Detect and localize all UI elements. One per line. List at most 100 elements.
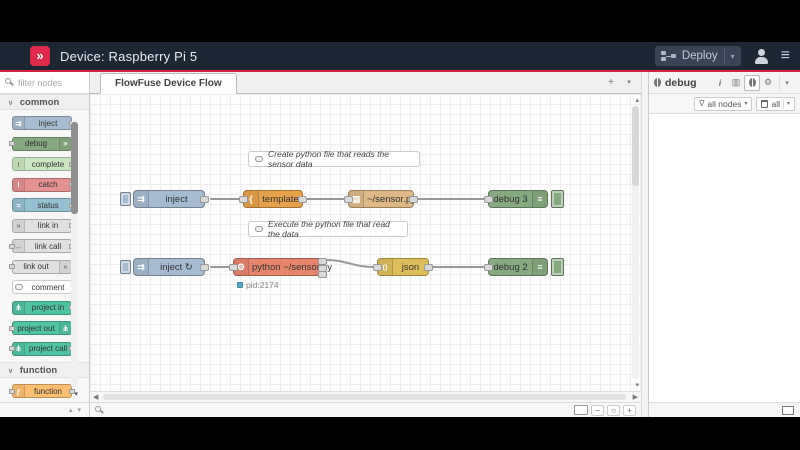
trash-icon bbox=[761, 99, 769, 108]
palette-scrollbar[interactable] bbox=[71, 120, 78, 388]
palette-node-link-call[interactable]: ↔ link call bbox=[9, 239, 75, 253]
branch-icon: ⋔ bbox=[13, 301, 25, 314]
sidebar-splitter[interactable] bbox=[641, 72, 648, 417]
node-json[interactable]: {} json bbox=[373, 258, 433, 276]
vertical-scrollbar-thumb[interactable] bbox=[632, 106, 639, 186]
debug-messages-panel[interactable] bbox=[649, 114, 800, 402]
collapse-categories-icon[interactable]: ▴ bbox=[68, 407, 73, 414]
palette-node-complete[interactable]: ! complete bbox=[12, 157, 75, 171]
open-in-window-icon[interactable] bbox=[782, 405, 794, 415]
palette-scroll-down-icon[interactable]: ▾ bbox=[74, 391, 78, 398]
node-debug-3[interactable]: debug 3 ≡ bbox=[484, 190, 548, 208]
header-actions: Deploy ▾ ≡ bbox=[654, 46, 790, 66]
palette-category-common[interactable]: ∨ common bbox=[0, 94, 89, 110]
output-port[interactable] bbox=[298, 195, 307, 203]
horizontal-scrollbar-thumb[interactable] bbox=[103, 394, 626, 400]
workspace-footer: − ○ + bbox=[90, 402, 641, 417]
palette-node-debug[interactable]: debug ≡ bbox=[9, 136, 72, 151]
palette-scroll-area: ∨ common ⇉ inject debug ≡ ! bbox=[0, 94, 89, 402]
workspace-column: FlowFuse Device Flow + ▾ bbox=[90, 72, 641, 417]
palette-node-function[interactable]: ƒ function bbox=[9, 384, 75, 398]
zoom-in-button[interactable]: + bbox=[623, 404, 636, 416]
node-inject-repeat[interactable]: ⇉ inject ↻ bbox=[133, 258, 209, 276]
input-port[interactable] bbox=[9, 141, 15, 146]
search-input[interactable] bbox=[18, 77, 80, 88]
tab-info-icon[interactable]: i bbox=[718, 77, 722, 88]
clear-messages-button[interactable]: all ▾ bbox=[756, 96, 795, 111]
template-icon: { bbox=[244, 191, 259, 207]
caret-down-icon: ▾ bbox=[744, 101, 748, 107]
chevron-down-icon: ∨ bbox=[8, 100, 14, 107]
user-icon[interactable] bbox=[753, 48, 769, 64]
zoom-reset-button[interactable]: ○ bbox=[607, 404, 620, 416]
scroll-down-icon[interactable]: ▾ bbox=[635, 382, 639, 389]
palette-node-link-out[interactable]: link out « bbox=[9, 259, 72, 274]
output-port[interactable] bbox=[200, 263, 209, 271]
palette-node-inject[interactable]: ⇉ inject bbox=[12, 116, 75, 130]
input-port[interactable] bbox=[484, 195, 493, 203]
search-flows-icon[interactable] bbox=[95, 405, 104, 415]
palette-node-project-out[interactable]: project out ⋔ bbox=[9, 321, 72, 335]
sidebar-more-caret-icon[interactable]: ▾ bbox=[779, 74, 795, 91]
palette-node-comment[interactable]: comment bbox=[12, 280, 72, 294]
input-port[interactable] bbox=[9, 346, 15, 351]
filter-nodes-button[interactable]: ∇ all nodes ▾ bbox=[694, 96, 753, 111]
link-out-icon: « bbox=[59, 260, 71, 273]
vertical-scrollbar[interactable] bbox=[632, 106, 639, 379]
input-port[interactable] bbox=[9, 264, 15, 269]
horizontal-scrollbar[interactable]: ◀ ▶ bbox=[90, 391, 641, 402]
node-file-sensor-py[interactable]: ▤ ~/sensor.py bbox=[344, 190, 418, 208]
input-port[interactable] bbox=[239, 195, 248, 203]
palette-node-project-call[interactable]: ⋔ project call bbox=[9, 341, 75, 356]
output-port-return[interactable] bbox=[318, 271, 327, 278]
node-exec-python[interactable]: ⚙ python ~/sensor.py bbox=[229, 258, 332, 278]
output-port[interactable] bbox=[409, 195, 418, 203]
debug-toggle-button[interactable] bbox=[551, 258, 564, 276]
input-port[interactable] bbox=[229, 263, 238, 271]
scroll-right-icon[interactable]: ▶ bbox=[632, 394, 638, 401]
deploy-options-caret-icon[interactable]: ▾ bbox=[730, 51, 735, 61]
input-port[interactable] bbox=[344, 195, 353, 203]
scroll-up-icon[interactable]: ▴ bbox=[635, 97, 639, 104]
inject-run-button[interactable] bbox=[120, 260, 131, 274]
node-debug-2[interactable]: debug 2 ≡ bbox=[484, 258, 548, 276]
palette-node-project-in[interactable]: ⋔ project in bbox=[12, 300, 75, 315]
tab-config-gear-icon[interactable]: ⚙ bbox=[763, 77, 773, 87]
tab-help-icon[interactable]: ▥ bbox=[731, 77, 741, 87]
output-port[interactable] bbox=[424, 263, 433, 271]
sidebar-header: debug i ▥ ⚙ ▾ bbox=[649, 72, 800, 94]
flow-canvas[interactable]: Create python file that reads the sensor… bbox=[90, 94, 641, 391]
input-port[interactable] bbox=[9, 325, 15, 331]
tab-debug-icon[interactable] bbox=[744, 74, 760, 91]
input-port[interactable] bbox=[484, 263, 493, 271]
palette-scrollbar-thumb[interactable] bbox=[71, 122, 78, 214]
palette-node-catch[interactable]: ! catch bbox=[12, 177, 75, 192]
expand-categories-icon[interactable]: ▾ bbox=[77, 407, 81, 414]
palette-category-function[interactable]: ∨ function bbox=[0, 362, 89, 378]
main-menu-icon[interactable]: ≡ bbox=[780, 47, 790, 64]
inject-run-button[interactable] bbox=[120, 192, 131, 206]
palette-node-status[interactable]: ≈ status bbox=[12, 198, 75, 212]
scroll-left-icon[interactable]: ◀ bbox=[93, 394, 99, 401]
zoom-out-button[interactable]: − bbox=[591, 404, 604, 416]
input-port[interactable] bbox=[9, 243, 15, 249]
output-port[interactable] bbox=[200, 195, 209, 203]
input-port[interactable] bbox=[373, 263, 382, 271]
deploy-button[interactable]: Deploy ▾ bbox=[654, 46, 741, 66]
output-port-stdout[interactable] bbox=[318, 258, 327, 265]
node-inject[interactable]: ⇉ inject bbox=[133, 190, 209, 208]
main-area: ∨ common ⇉ inject debug ≡ ! bbox=[0, 72, 800, 417]
add-flow-button[interactable]: + bbox=[608, 77, 614, 88]
tab-flowfuse-device-flow[interactable]: FlowFuse Device Flow bbox=[100, 73, 237, 94]
debug-toggle-button[interactable] bbox=[551, 190, 564, 208]
palette-node-link-in[interactable]: » link in bbox=[12, 218, 75, 233]
output-port[interactable] bbox=[69, 388, 75, 394]
list-icon: ≡ bbox=[532, 191, 547, 207]
navigator-icon[interactable] bbox=[574, 405, 588, 415]
exclamation-icon: ! bbox=[13, 158, 25, 170]
comment-node[interactable]: Execute the python file that read the da… bbox=[248, 219, 408, 239]
comment-node[interactable]: Create python file that reads the sensor… bbox=[248, 149, 420, 169]
input-port[interactable] bbox=[9, 388, 15, 394]
node-template[interactable]: { template bbox=[239, 190, 307, 208]
flow-list-caret-icon[interactable]: ▾ bbox=[627, 79, 631, 86]
